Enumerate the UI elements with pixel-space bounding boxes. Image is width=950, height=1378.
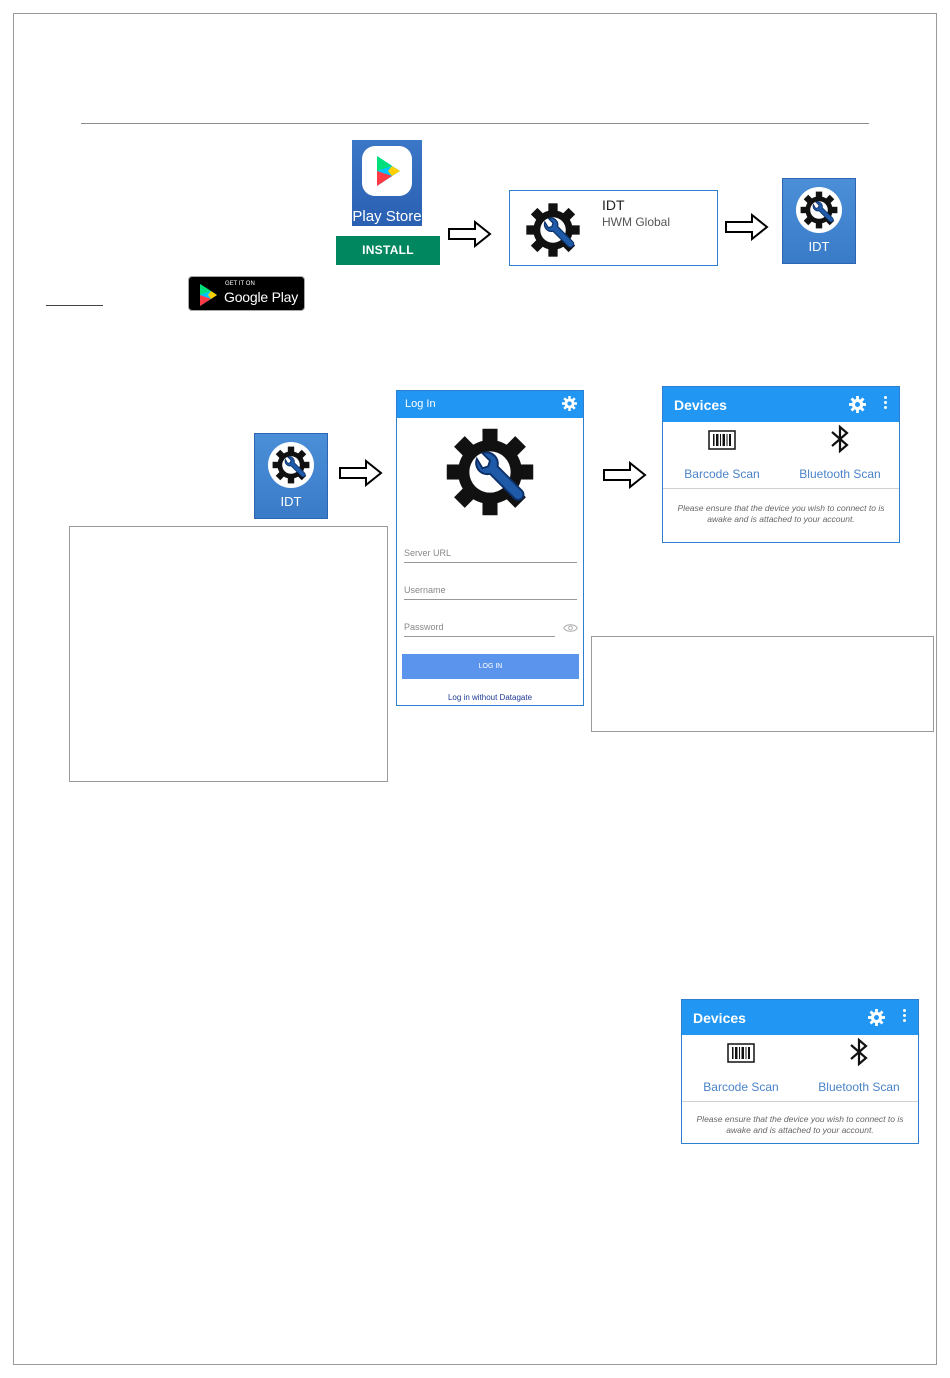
barcode-scan-option[interactable]: Barcode Scan (663, 430, 781, 481)
badge-google-play: Google Play (224, 289, 299, 305)
login-screen: Log In Server URL Username Password LOG … (396, 390, 584, 706)
idt-app-icon[interactable]: IDT (254, 433, 328, 519)
login-without-datagate-link[interactable]: Log in without Datagate (447, 693, 533, 702)
app-listing-card[interactable]: IDT HWM Global (509, 190, 718, 266)
arrow-right-icon (448, 220, 492, 248)
bluetooth-scan-label: Bluetooth Scan (818, 1080, 900, 1094)
login-app-bar: Log In (397, 391, 583, 418)
play-store-icon (362, 146, 412, 196)
bluetooth-icon (850, 1037, 868, 1067)
devices-note: Please ensure that the device you wish t… (696, 1114, 904, 1135)
arrow-right-icon (603, 461, 647, 489)
bluetooth-scan-option[interactable]: Bluetooth Scan (800, 1037, 918, 1094)
more-vert-icon[interactable] (903, 1009, 907, 1024)
play-store-label: Play Store (352, 208, 422, 225)
server-url-field[interactable]: Server URL (404, 548, 577, 563)
barcode-scan-label: Barcode Scan (703, 1080, 779, 1094)
more-vert-icon[interactable] (884, 396, 888, 411)
app-name: IDT (602, 197, 625, 213)
devices-screen: Devices Barcode Scan Bluetooth Scan Plea… (662, 386, 900, 543)
header-rule (81, 123, 869, 124)
eye-icon[interactable] (563, 623, 578, 633)
underline-blank (46, 305, 103, 306)
username-field[interactable]: Username (404, 585, 577, 600)
settings-gear-icon[interactable] (868, 1009, 885, 1026)
login-title: Log In (405, 398, 436, 410)
devices-app-bar: Devices (682, 1000, 918, 1035)
barcode-scan-option[interactable]: Barcode Scan (682, 1043, 800, 1094)
arrow-right-icon (725, 213, 769, 241)
settings-gear-icon[interactable] (562, 396, 577, 411)
idt-app-icon[interactable]: IDT (782, 178, 856, 264)
barcode-icon (708, 430, 736, 450)
app-developer: HWM Global (602, 215, 671, 229)
barcode-scan-label: Barcode Scan (684, 467, 760, 481)
bluetooth-scan-label: Bluetooth Scan (799, 467, 881, 481)
idt-gear-wrench-icon (526, 203, 580, 257)
google-play-icon (200, 284, 217, 306)
password-field[interactable]: Password (404, 622, 555, 637)
badge-get-it-on: GET IT ON (225, 281, 255, 287)
idt-gear-wrench-icon (796, 187, 842, 233)
page-border (13, 13, 937, 1365)
idt-gear-wrench-icon (446, 428, 534, 516)
devices-title: Devices (693, 1010, 746, 1026)
google-play-badge[interactable]: GET IT ON Google Play (188, 276, 305, 311)
play-store-app-icon[interactable]: Play Store (352, 140, 422, 226)
divider (682, 1101, 918, 1102)
bluetooth-scan-option[interactable]: Bluetooth Scan (781, 424, 899, 481)
idt-icon-label: IDT (808, 239, 830, 254)
devices-title: Devices (674, 397, 727, 413)
devices-app-bar: Devices (663, 387, 899, 422)
empty-text-box (591, 636, 934, 732)
idt-gear-wrench-icon (268, 442, 314, 488)
barcode-icon (727, 1043, 755, 1063)
bluetooth-icon (831, 424, 849, 454)
idt-icon-label: IDT (280, 494, 302, 509)
install-button[interactable]: INSTALL (336, 236, 440, 265)
login-button[interactable]: LOG IN (402, 654, 579, 679)
devices-note: Please ensure that the device you wish t… (677, 503, 885, 524)
divider (663, 488, 899, 489)
empty-text-box (69, 526, 388, 782)
settings-gear-icon[interactable] (849, 396, 866, 413)
arrow-right-icon (339, 459, 383, 487)
devices-screen: Devices Barcode Scan Bluetooth Scan Plea… (681, 999, 919, 1144)
